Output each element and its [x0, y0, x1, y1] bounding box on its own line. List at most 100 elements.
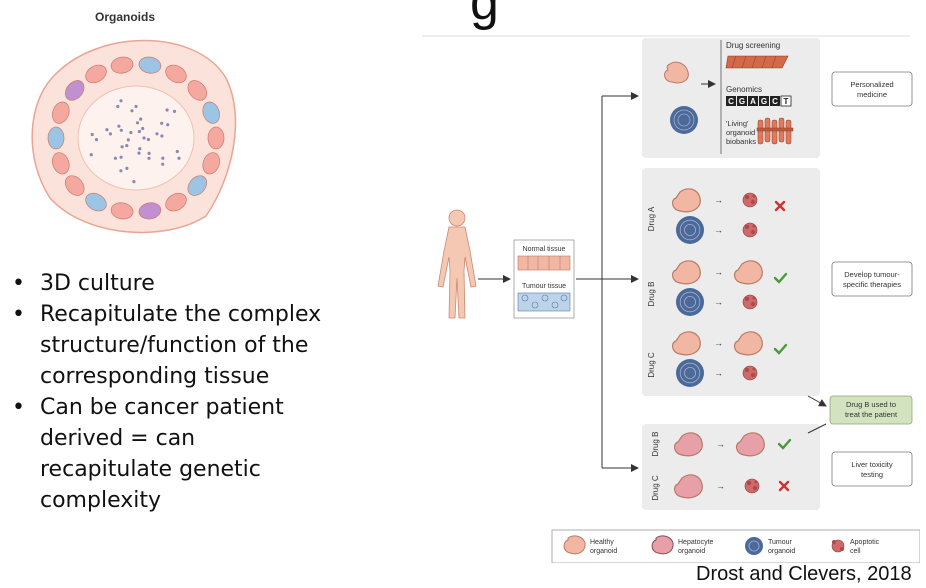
drug-test-rows: →→→→→→ [671, 188, 788, 387]
epithelial-cell [64, 175, 85, 196]
legend-label: Tumour [768, 539, 793, 546]
epithelial-cell [165, 64, 187, 84]
bullet-list: 3D culture Recapitulate the complex stru… [6, 268, 406, 516]
base-letter: T [784, 97, 789, 106]
connector-line [807, 423, 827, 434]
drug-panel-b: Drug B [647, 282, 656, 307]
tumour-organoid-icon [676, 359, 704, 387]
organoid-body [31, 39, 237, 234]
epithelial-cell [110, 202, 134, 220]
bullet-line: complexity [40, 488, 161, 513]
citation-credit: Drost and Clevers, 2018 [696, 563, 912, 585]
apoptotic-cell-icon [742, 365, 758, 381]
check-icon [773, 343, 788, 355]
legend-label: cell [850, 548, 861, 555]
legend-label: organoid [590, 548, 617, 555]
lumen-particle [119, 169, 123, 173]
drug-test-row: →→ [671, 260, 788, 316]
outcome-line: treat the patient [845, 410, 898, 419]
bullet-line: Can be cancer patient [40, 395, 284, 420]
epithelial-cell [110, 56, 134, 74]
liver-drug-label: Drug B [651, 432, 660, 457]
drug-test-row: →→ [671, 188, 786, 244]
epithelial-cell [138, 56, 162, 74]
liver-test-row: → [673, 432, 792, 457]
legend-apoptotic-icon [831, 539, 845, 553]
healthy-organoid-icon [733, 331, 763, 356]
arrow-glyph: → [714, 225, 723, 235]
drug-panel-a: Drug A [647, 206, 656, 231]
lumen-particle [161, 162, 165, 166]
liver-drug-label: Drug C [651, 475, 660, 501]
organoid-lumen [77, 85, 195, 191]
arrow [807, 395, 827, 407]
base-letter: C [728, 97, 734, 106]
biobank-label-line: 'Living' [726, 119, 749, 128]
legend: Healthy organoid Hepatocyte organoid Tum… [551, 529, 920, 563]
outcome-line: Drug B used to [846, 400, 896, 409]
healthy-organoid-icon [673, 432, 703, 457]
tissue-box: Normal tissue Tumour tissue [513, 239, 575, 319]
human-figure-icon [437, 209, 477, 319]
epithelial-cell [85, 192, 107, 212]
lumen-particle [142, 136, 146, 140]
cross-icon [778, 480, 790, 492]
legend-healthy-icon [563, 535, 586, 555]
base-letter: G [739, 97, 745, 106]
cross-icon [774, 200, 786, 212]
tumour-therapies-box: Develop tumour- specific therapies [831, 261, 913, 297]
drug-label: Drug A [647, 206, 656, 231]
lumen-particle [125, 144, 129, 148]
outcome-line: testing [861, 470, 883, 479]
lumen-particle [160, 121, 164, 125]
arrow-glyph: → [714, 368, 723, 378]
outcome-line: Liver toxicity [851, 460, 893, 469]
lumen-particle [147, 156, 151, 160]
screening-contents: Drug screening Genomics C G A G C T 'Liv… [664, 40, 794, 154]
lumen-particle [126, 138, 130, 142]
normal-tissue-cells [517, 255, 571, 271]
lumen-particle [141, 126, 145, 131]
tumour-tissue-cells [517, 292, 571, 312]
epithelial-cell [85, 64, 107, 84]
epithelial-cell [52, 101, 70, 124]
lumen-particle [119, 99, 123, 103]
lumen-particle [138, 147, 142, 151]
lumen-particle [165, 108, 169, 112]
bullet-item: Can be cancer patient derived = can reca… [6, 392, 406, 516]
arrow-glyph: → [714, 267, 723, 277]
outcome-line: Develop tumour- [844, 270, 900, 279]
lumen-particle [129, 130, 133, 135]
check-icon [773, 272, 788, 284]
healthy-organoid-icon [673, 474, 703, 499]
bullet-item: Recapitulate the complex structure/funct… [6, 299, 406, 392]
outcome-line: medicine [857, 90, 887, 99]
apoptotic-cell-icon [744, 478, 760, 494]
epithelial-cell [187, 175, 208, 196]
personalized-medicine-box: Personalized medicine [831, 71, 913, 107]
lumen-particle [155, 132, 159, 136]
bullet-line: derived = can [40, 426, 196, 451]
legend-label: organoid [768, 548, 795, 555]
base-letter: A [750, 97, 756, 106]
lumen-particle [125, 166, 129, 170]
epithelial-cell [138, 202, 162, 220]
epithelial-cell [165, 192, 187, 212]
liver-panel [642, 424, 820, 510]
lumen-particle [137, 151, 141, 155]
legend-label: Apoptotic [850, 539, 880, 546]
legend-tumour-icon [745, 537, 763, 555]
healthy-organoid-icon [733, 260, 763, 285]
legend-label: Healthy [590, 539, 614, 546]
lumen-particle [147, 151, 151, 155]
legend-label: organoid [678, 548, 705, 555]
outcome-line: specific therapies [843, 280, 901, 289]
lumen-particle [146, 137, 150, 142]
arrow-glyph: → [714, 338, 723, 348]
lumen-particle [130, 109, 134, 113]
drug-test-row: →→ [671, 331, 788, 387]
lumen-particle [175, 149, 179, 154]
organoid-application-diagram: Normal tissue Tumour tissue [422, 35, 920, 563]
biobank-label-line: biobanks [726, 137, 756, 146]
normal-tissue-label: Normal tissue [523, 246, 566, 253]
